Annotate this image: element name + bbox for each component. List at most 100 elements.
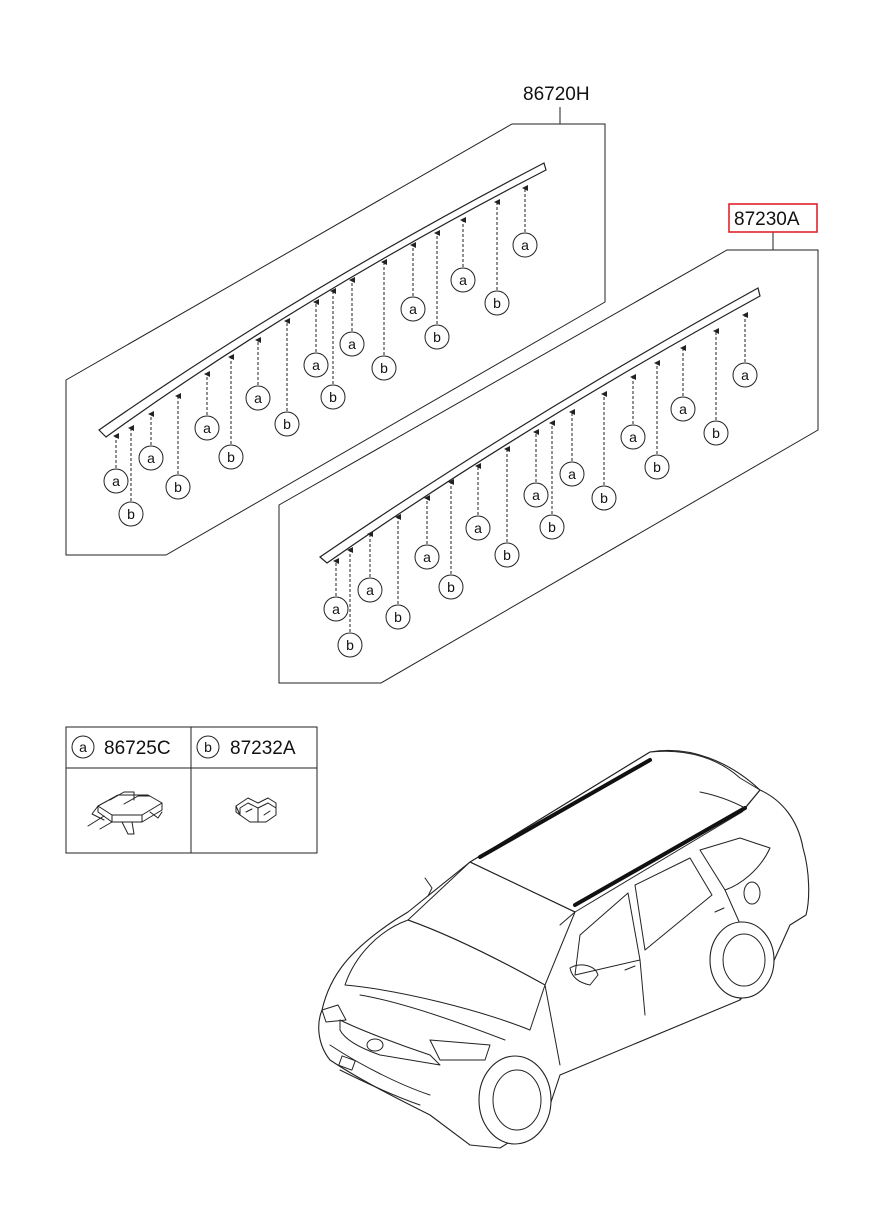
clip-marker-letter: b xyxy=(493,295,501,311)
clip-marker-circle xyxy=(424,324,450,350)
legend-clip-b-letter: b xyxy=(204,739,212,755)
clip-marker-letter: b xyxy=(127,506,135,522)
vehicle-front-door-window xyxy=(574,892,641,976)
clip-callout-a: a xyxy=(357,531,383,603)
clip-callout-a: a xyxy=(138,411,164,471)
clip-marker-circle xyxy=(218,444,244,470)
clip-marker-circle xyxy=(703,420,729,446)
vehicle-headlight-left xyxy=(321,1004,347,1023)
vehicle-rear-door-window xyxy=(634,857,713,951)
clip-marker-circle xyxy=(523,482,549,508)
clip-marker-letter: b xyxy=(380,360,388,376)
clip-marker-letter: b xyxy=(394,609,402,625)
clip-marker-circle xyxy=(732,362,758,388)
clip-marker-circle xyxy=(512,232,538,258)
clip-marker-circle xyxy=(337,632,363,658)
clip-callout-b: b xyxy=(438,479,464,600)
vehicle-emblem xyxy=(366,1038,384,1052)
vehicle-quarter-window xyxy=(699,837,771,891)
clip-marker-letter: b xyxy=(227,449,235,465)
clip-callout-a: a xyxy=(512,185,538,258)
clip-marker-circle xyxy=(400,296,426,322)
legend-clip-a-marker xyxy=(71,735,95,759)
clip-marker-circle xyxy=(339,331,365,357)
clip-marker-circle xyxy=(245,385,271,411)
clip-marker-letter: a xyxy=(459,272,467,288)
legend-clip-b-marker xyxy=(196,735,220,759)
clip-callout-b: b xyxy=(424,230,450,350)
vehicle-hood xyxy=(344,919,546,1031)
clip-marker-circle xyxy=(194,415,220,441)
clip-callout-a: a xyxy=(670,345,696,422)
right-rail-highlight-box xyxy=(728,203,818,233)
clip-callout-a: a xyxy=(339,277,365,357)
clip-marker-letter: b xyxy=(283,416,291,432)
clip-callout-b: b xyxy=(218,354,244,470)
clip-marker-circle xyxy=(320,384,346,410)
clip-marker-letter: b xyxy=(433,329,441,345)
left-rail-part-number[interactable]: 86720H xyxy=(523,84,590,105)
clip-marker-circle xyxy=(118,501,144,527)
right-rail-leader xyxy=(727,232,774,251)
clip-marker-letter: b xyxy=(548,519,556,535)
clip-callout-a: a xyxy=(523,429,549,508)
clip-marker-letter: b xyxy=(346,637,354,653)
clip-marker-letter: a xyxy=(532,487,540,503)
clip-callout-a: a xyxy=(323,558,349,622)
clip-a-drawing xyxy=(87,791,163,835)
clip-b-drawing xyxy=(235,797,277,823)
clip-marker-circle xyxy=(138,445,164,471)
clip-callout-b: b xyxy=(703,328,729,446)
clip-marker-letter: a xyxy=(568,466,576,482)
clip-callout-a: a xyxy=(732,312,758,388)
clip-marker-letter: b xyxy=(329,389,337,405)
clip-marker-circle xyxy=(323,596,349,622)
clip-callout-b: b xyxy=(118,425,144,527)
left-rail-leader xyxy=(512,107,561,125)
clip-marker-letter: b xyxy=(712,425,720,441)
clip-callout-b: b xyxy=(385,514,411,630)
clip-marker-circle xyxy=(591,485,617,511)
clip-marker-letter: b xyxy=(447,579,455,595)
clip-marker-letter: a xyxy=(147,450,155,466)
clip-callout-a: a xyxy=(559,409,585,487)
clip-marker-letter: a xyxy=(521,237,529,253)
clip-callout-a: a xyxy=(465,463,491,541)
legend-clip-a-part-number[interactable]: 86725C xyxy=(104,738,171,759)
clip-marker-letter: a xyxy=(629,429,637,445)
right-rail-part-number[interactable]: 87230A xyxy=(734,209,800,230)
clip-marker-letter: a xyxy=(112,473,120,489)
clip-callout-b: b xyxy=(320,288,346,410)
legend-clip-a: a 86725C xyxy=(71,735,171,759)
legend-clip-b-part-number[interactable]: 87232A xyxy=(230,738,296,759)
vehicle-body xyxy=(318,749,810,1149)
clip-marker-circle xyxy=(165,474,191,500)
clip-callout-a: a xyxy=(194,371,220,441)
clip-callout-b: b xyxy=(484,199,510,316)
left-rail-strip xyxy=(98,162,547,438)
clip-marker-circle xyxy=(670,396,696,422)
clip-callout-a: a xyxy=(414,495,440,570)
vehicle-spoiler xyxy=(649,750,761,809)
clip-callout-b: b xyxy=(274,318,300,437)
clip-callout-b: b xyxy=(337,547,363,658)
vehicle-front-wheel xyxy=(478,1055,552,1145)
clip-marker-letter: b xyxy=(653,459,661,475)
clip-callout-a: a xyxy=(303,299,329,378)
clip-callout-a: a xyxy=(400,242,426,322)
clip-marker-circle xyxy=(274,411,300,437)
clip-marker-letter: a xyxy=(254,390,262,406)
clip-marker-circle xyxy=(494,542,520,568)
clip-marker-circle xyxy=(371,355,397,381)
clip-marker-circle xyxy=(414,544,440,570)
legend-clip-b: b 87232A xyxy=(196,735,296,759)
clip-marker-letter: b xyxy=(600,490,608,506)
clip-marker-letter: a xyxy=(366,582,374,598)
clip-marker-circle xyxy=(450,267,476,293)
clip-marker-letter: a xyxy=(332,601,340,617)
clip-marker-circle xyxy=(385,604,411,630)
vehicle-rear-wheel xyxy=(709,921,775,999)
vehicle-roof-rail-left xyxy=(478,758,652,859)
